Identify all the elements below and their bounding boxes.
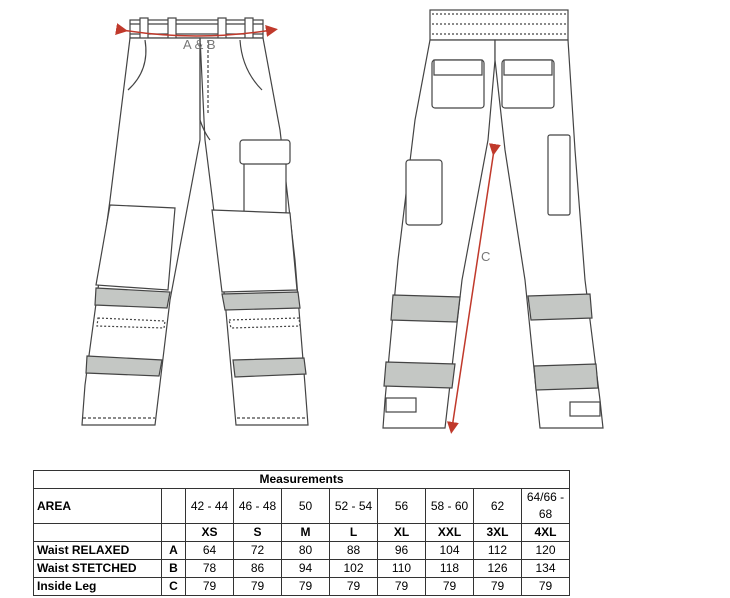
cell-value: 88 bbox=[329, 541, 378, 560]
cell-value: 120 bbox=[521, 541, 570, 560]
waist-measure-line bbox=[115, 23, 278, 37]
size-range: 56 bbox=[377, 488, 426, 524]
cell-value: 104 bbox=[425, 541, 474, 560]
cell-value: 79 bbox=[233, 577, 282, 596]
size-range: 62 bbox=[473, 488, 522, 524]
measurements-table: Measurements AREA 42 - 44 46 - 48 50 52 … bbox=[33, 470, 570, 596]
cell-value: 72 bbox=[233, 541, 282, 560]
area-header: AREA bbox=[33, 488, 162, 524]
cell-value: 79 bbox=[425, 577, 474, 596]
size-label: L bbox=[329, 523, 378, 542]
size-range: 58 - 60 bbox=[425, 488, 474, 524]
size-range: 50 bbox=[281, 488, 330, 524]
row-name: Inside Leg bbox=[33, 577, 162, 596]
cell-value: 79 bbox=[281, 577, 330, 596]
row-name: Waist RELAXED bbox=[33, 541, 162, 560]
cell-value: 126 bbox=[473, 559, 522, 578]
size-label: XXL bbox=[425, 523, 474, 542]
table-row: Waist RELAXED A 64 72 80 88 96 104 112 1… bbox=[33, 541, 570, 560]
back-view bbox=[382, 9, 604, 429]
inside-leg-measure-line bbox=[446, 143, 501, 434]
cell-value: 79 bbox=[329, 577, 378, 596]
cell-value: 79 bbox=[521, 577, 570, 596]
size-label: S bbox=[233, 523, 282, 542]
cell-value: 110 bbox=[377, 559, 426, 578]
table-row: Waist STETCHED B 78 86 94 102 110 118 12… bbox=[33, 559, 570, 578]
row-code: C bbox=[161, 577, 186, 596]
cell-value: 96 bbox=[377, 541, 426, 560]
cell-value: 112 bbox=[473, 541, 522, 560]
table-row: Inside Leg C 79 79 79 79 79 79 79 79 bbox=[33, 577, 570, 596]
row-name: Waist STETCHED bbox=[33, 559, 162, 578]
size-label: 3XL bbox=[473, 523, 522, 542]
size-range: 52 - 54 bbox=[329, 488, 378, 524]
size-label: XS bbox=[185, 523, 234, 542]
cell-value: 79 bbox=[185, 577, 234, 596]
inside-leg-label: C bbox=[481, 249, 491, 264]
size-label: 4XL bbox=[521, 523, 570, 542]
trousers-technical-drawing bbox=[81, 9, 604, 434]
cell-value: 78 bbox=[185, 559, 234, 578]
cell-value: 79 bbox=[473, 577, 522, 596]
cell-value: 86 bbox=[233, 559, 282, 578]
size-range: 46 - 48 bbox=[233, 488, 282, 524]
row-code: A bbox=[161, 541, 186, 560]
front-view bbox=[81, 17, 309, 426]
cell-value: 64 bbox=[185, 541, 234, 560]
size-label: XL bbox=[377, 523, 426, 542]
row-code: B bbox=[161, 559, 186, 578]
size-label: M bbox=[281, 523, 330, 542]
cell-value: 118 bbox=[425, 559, 474, 578]
cell-value: 79 bbox=[377, 577, 426, 596]
waist-label: A & B bbox=[183, 37, 216, 52]
cell-value: 134 bbox=[521, 559, 570, 578]
size-range: 42 - 44 bbox=[185, 488, 234, 524]
cell-value: 80 bbox=[281, 541, 330, 560]
cell-value: 102 bbox=[329, 559, 378, 578]
size-range: 64/66 - 68 bbox=[521, 488, 570, 524]
table-title: Measurements bbox=[33, 470, 570, 489]
cell-value: 94 bbox=[281, 559, 330, 578]
